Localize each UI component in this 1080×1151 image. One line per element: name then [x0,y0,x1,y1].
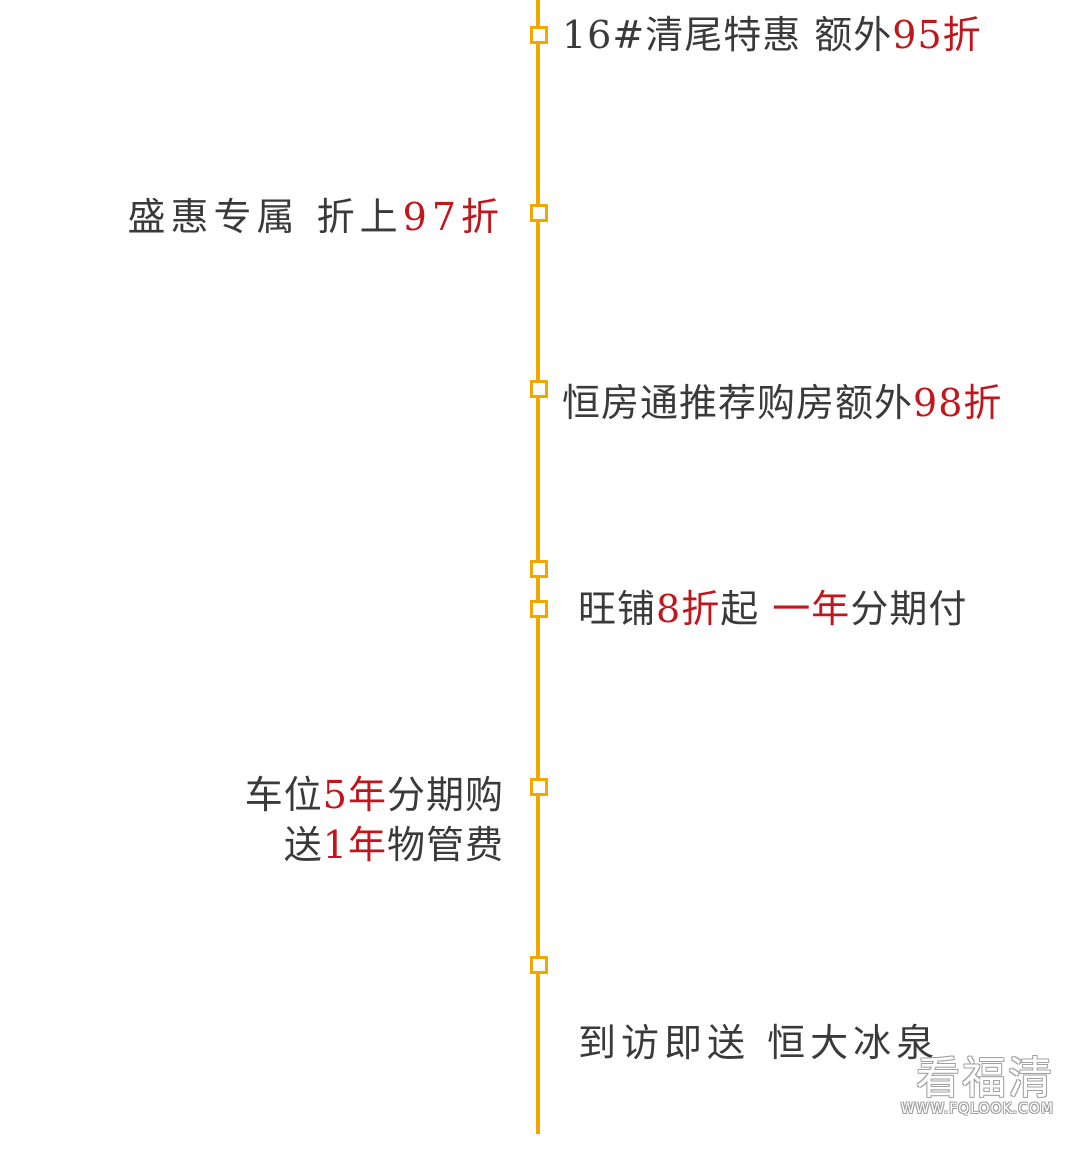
timeline-entry-parking-offer: 车位5年分期购 送1年物管费 [245,770,504,870]
entry-text: 盛惠专属 折上 [127,195,403,239]
timeline-node [530,380,548,398]
timeline-node [530,600,548,618]
watermark-name: 看福清 [916,1053,1054,1104]
entry-highlight: 95折 [892,13,982,57]
entry-text: 物管费 [386,823,504,867]
entry-highlight: 1年 [322,823,387,867]
entry-highlight: 一年 [772,587,851,631]
entry-text: 16#清尾特惠 额外 [562,13,893,57]
timeline-entry-shop-offer: 旺铺8折起 一年分期付 [578,584,967,634]
timeline-entry-referral-discount: 恒房通推荐购房额外98折 [562,378,1002,428]
entry-highlight: 5年 [322,773,387,817]
timeline-entry-clearance-offer: 16#清尾特惠 额外95折 [562,10,982,60]
timeline-entry-visit-gift: 到访即送 恒大冰泉 [578,1018,939,1068]
entry-text: 旺铺 [578,587,657,631]
timeline-node [530,204,548,222]
entry-highlight: 97折 [402,195,504,239]
entry-line: 送1年物管费 [245,820,504,870]
watermark-url: WWW.FQLOOK.COM [900,1101,1054,1117]
timeline-node [530,778,548,796]
entry-text: 到访即送 恒大冰泉 [578,1021,940,1065]
entry-text: 分期购 [386,773,504,817]
entry-text: 送 [283,823,323,867]
entry-highlight: 98折 [913,381,1003,425]
entry-text: 恒房通推荐购房额外 [562,381,914,425]
entry-text: 起 [720,587,773,631]
timeline-node [530,26,548,44]
timeline-node [530,560,548,578]
timeline-entry-exclusive-discount: 盛惠专属 折上97折 [128,192,504,242]
watermark: 看福清 WWW.FQLOOK.COM [900,1053,1054,1118]
entry-text: 车位 [244,773,323,817]
entry-text: 分期付 [850,587,968,631]
timeline-node [530,956,548,974]
entry-line: 车位5年分期购 [245,770,504,820]
entry-highlight: 8折 [656,587,721,631]
